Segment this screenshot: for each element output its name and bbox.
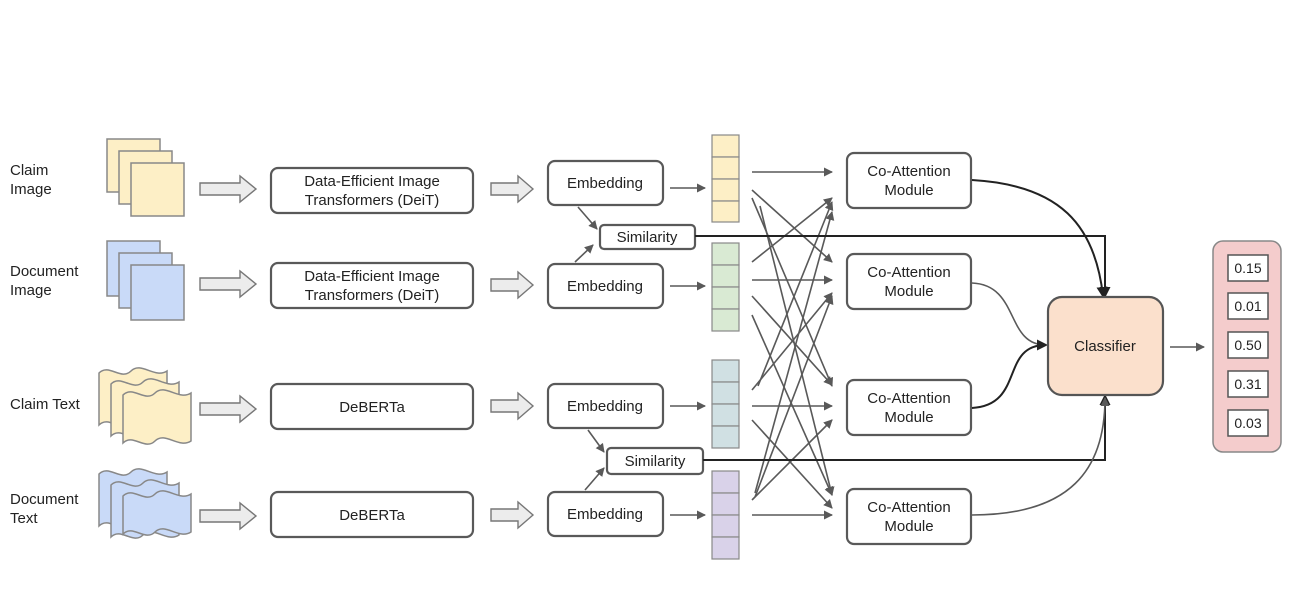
similarity-image-to-classifier <box>695 235 1111 298</box>
encoder-box-deit-claim: Data-Efficient Image Transformers (DeiT) <box>269 166 475 215</box>
similarity-label-image: Similarity <box>617 229 678 246</box>
coattention-3-line1: Co-Attention <box>867 390 950 407</box>
encoder-box-deberta-claim: DeBERTa <box>269 382 475 431</box>
input-label-claim-text: Claim Text <box>10 396 81 413</box>
output-score-5: 0.03 <box>1227 409 1269 437</box>
coattention-module-2: Co-Attention Module <box>845 252 973 311</box>
input-to-encoder-arrow-1 <box>199 174 258 204</box>
output-score-5-value: 0.03 <box>1234 415 1261 431</box>
coattention-3-line2: Module <box>884 409 933 426</box>
embedding-vector-document-text <box>711 470 740 560</box>
encoder-deit-claim-line1: Data-Efficient Image <box>304 173 440 190</box>
input-label-document-image-line1: Document <box>10 263 79 280</box>
embedding-vector-document-image <box>711 242 740 332</box>
embedding-label-4: Embedding <box>567 506 643 523</box>
input-label-document-image-line2: Image <box>10 282 52 299</box>
embedding-label-3: Embedding <box>567 398 643 415</box>
coattention-module-1: Co-Attention Module <box>845 151 973 210</box>
output-score-1-value: 0.15 <box>1234 260 1261 276</box>
encoder-deit-document-line1: Data-Efficient Image <box>304 268 440 285</box>
output-score-1: 0.15 <box>1227 254 1269 282</box>
similarity-box-text: Similarity <box>605 446 705 476</box>
claim-text-pages-icon <box>98 367 192 445</box>
vector-to-coattention-connections <box>751 167 835 520</box>
embedding-label-1: Embedding <box>567 175 643 192</box>
encoder-deit-document-line2: Transformers (DeiT) <box>305 287 439 304</box>
classifier-box: Classifier <box>1046 295 1165 397</box>
input-label-claim-image-line1: Claim <box>10 162 48 179</box>
document-image-stack-icon <box>106 240 185 321</box>
coattention-4-to-classifier <box>971 397 1110 516</box>
input-to-encoder-arrow-3 <box>199 394 258 424</box>
encoder-to-embedding-arrow-1 <box>490 174 535 204</box>
encoder-to-embedding-arrow-3 <box>490 391 535 421</box>
emb1-to-similarity-1 <box>577 206 598 230</box>
encoder-box-deberta-document: DeBERTa <box>269 490 475 539</box>
coattention-1-line2: Module <box>884 182 933 199</box>
output-score-2-value: 0.01 <box>1234 298 1261 314</box>
coattention-1-to-classifier <box>971 179 1108 298</box>
input-to-encoder-arrow-2 <box>199 269 258 299</box>
encoder-deberta-document-label: DeBERTa <box>339 507 405 524</box>
classifier-label: Classifier <box>1074 338 1136 355</box>
embedding-vector-claim-text <box>711 359 740 449</box>
claim-image-stack-icon <box>106 138 185 217</box>
output-score-3-value: 0.50 <box>1234 337 1261 353</box>
coattention-2-line1: Co-Attention <box>867 264 950 281</box>
output-panel: 0.15 0.01 0.50 0.31 0.03 <box>1212 240 1282 453</box>
encoder-deberta-claim-label: DeBERTa <box>339 399 405 416</box>
embedding-box-document-image: Embedding <box>546 262 665 310</box>
document-text-pages-icon <box>98 468 192 539</box>
output-score-2: 0.01 <box>1227 292 1269 320</box>
input-to-encoder-arrow-4 <box>199 501 258 531</box>
output-score-4: 0.31 <box>1227 370 1269 398</box>
output-score-4-value: 0.31 <box>1234 376 1261 392</box>
encoder-box-deit-document: Data-Efficient Image Transformers (DeiT) <box>269 261 475 310</box>
input-label-document-text-line2: Text <box>10 510 38 527</box>
coattention-2-line2: Module <box>884 283 933 300</box>
output-score-3: 0.50 <box>1227 331 1269 359</box>
coattention-4-line1: Co-Attention <box>867 499 950 516</box>
embedding-box-claim-text: Embedding <box>546 382 665 430</box>
coattention-1-line1: Co-Attention <box>867 163 950 180</box>
embedding-vector-claim-image <box>711 134 740 223</box>
embedding-box-claim-image: Embedding <box>546 159 665 207</box>
embedding-box-document-text: Embedding <box>546 490 665 538</box>
coattention-4-line2: Module <box>884 518 933 535</box>
encoder-to-embedding-arrow-4 <box>490 500 535 530</box>
embedding-label-2: Embedding <box>567 278 643 295</box>
similarity-label-text: Similarity <box>625 453 686 470</box>
input-label-document-text-line1: Document <box>10 491 79 508</box>
coattention-module-4: Co-Attention Module <box>845 487 973 546</box>
input-label-claim-image-line2: Image <box>10 181 52 198</box>
similarity-box-image: Similarity <box>598 223 697 251</box>
coattention-module-3: Co-Attention Module <box>845 378 973 437</box>
encoder-to-embedding-arrow-2 <box>490 270 535 300</box>
coattention-3-to-classifier <box>971 339 1048 409</box>
coattention-2-to-classifier <box>971 282 1047 350</box>
emb4-to-similarity-2 <box>584 467 605 491</box>
emb3-to-similarity-2 <box>587 429 605 453</box>
similarity-text-to-classifier <box>703 394 1111 461</box>
encoder-deit-claim-line2: Transformers (DeiT) <box>305 192 439 209</box>
emb2-to-similarity-1 <box>574 244 594 263</box>
